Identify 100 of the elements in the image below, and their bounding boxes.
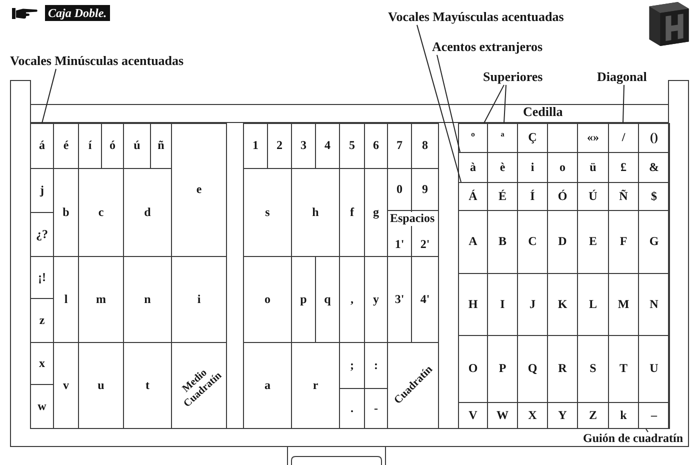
compartment-label: K xyxy=(558,298,568,312)
compartment-label: B xyxy=(498,235,506,249)
leader-line xyxy=(436,54,460,152)
compartment-label: ü xyxy=(590,160,596,174)
compartment-label: x xyxy=(39,356,45,370)
compartment xyxy=(171,123,227,257)
compartment xyxy=(458,123,488,153)
compartment-label: Ú xyxy=(588,190,598,204)
compartment-label: Ó xyxy=(558,190,568,204)
compartment-label: u xyxy=(98,378,104,392)
callout-label: Acentos extranjeros xyxy=(432,40,543,55)
compartment-label: ñ xyxy=(158,139,164,153)
compartment-caption: Espacios xyxy=(389,212,436,226)
compartment-label: 4 xyxy=(324,139,330,153)
compartment-label: f xyxy=(350,206,354,220)
compartment-label: 7 xyxy=(396,139,402,153)
callout-label: Vocales Minúsculas acentuadas xyxy=(10,54,184,69)
compartment-label: º xyxy=(471,131,475,145)
compartment-label: p xyxy=(300,292,307,306)
compartment-label: «» xyxy=(587,131,599,145)
compartment-label: Ç xyxy=(528,131,537,145)
compartment-label: 6 xyxy=(373,139,379,153)
compartment-label: k xyxy=(620,408,627,422)
compartment-label: J xyxy=(530,298,536,312)
compartment-label: 5 xyxy=(349,139,355,153)
compartment-label: ; xyxy=(350,358,354,372)
compartment-label: N xyxy=(650,298,658,312)
compartment-label: C xyxy=(528,235,537,249)
compartment-label: & xyxy=(649,160,659,174)
compartment-label: O xyxy=(468,362,478,376)
compartment-label: ó xyxy=(110,139,116,153)
compartment xyxy=(638,123,670,153)
compartment-label: P xyxy=(498,362,506,376)
leader-line xyxy=(504,84,506,124)
compartment-label: , xyxy=(350,292,354,306)
compartment-label: Í xyxy=(530,190,535,204)
compartment-label: é xyxy=(63,139,69,153)
compartment-label: $ xyxy=(651,190,657,204)
title: Caja Doble. xyxy=(45,5,110,22)
compartment-label: á xyxy=(39,139,45,153)
leader-line xyxy=(42,68,56,124)
compartment-label: 0 xyxy=(396,182,402,196)
compartment-label: I xyxy=(500,298,505,312)
compartment-label: 1' xyxy=(394,238,404,251)
compartment-label: i xyxy=(197,292,201,306)
compartment-label: E xyxy=(588,235,597,249)
compartment-label: É xyxy=(498,190,506,204)
compartment-label: ú xyxy=(134,139,140,153)
compartment-label: b xyxy=(62,206,70,220)
compartment-label: W xyxy=(496,408,508,422)
compartment-label: r xyxy=(312,378,318,392)
compartment-label: 4' xyxy=(420,292,430,306)
compartment-label: m xyxy=(96,292,106,306)
compartment-label: l xyxy=(64,292,68,306)
compartment-label: S xyxy=(590,362,596,376)
compartment-label: v xyxy=(63,378,69,392)
compartment-label: j xyxy=(40,184,44,198)
compartment-label: w xyxy=(38,400,46,414)
compartment-label: U xyxy=(650,362,658,376)
compartment-label: o xyxy=(560,160,566,174)
compartment-label: F xyxy=(620,235,628,249)
compartment-label: h xyxy=(312,206,319,220)
compartment-label: i xyxy=(530,160,534,174)
callout-label: Superiores xyxy=(483,70,543,85)
compartment-label: Ñ xyxy=(619,190,628,204)
compartment-label: g xyxy=(373,206,379,220)
compartment-label: n xyxy=(144,292,151,306)
compartment-label: M xyxy=(618,298,630,312)
compartment-label: L xyxy=(588,298,597,312)
compartment-label: y xyxy=(373,292,379,306)
compartment-label: t xyxy=(146,378,150,392)
compartment-label: D xyxy=(558,235,567,249)
compartment-label: ª xyxy=(500,131,504,145)
compartment-label: o xyxy=(264,292,270,306)
compartment-label: 2 xyxy=(276,139,282,153)
compartment-label: d xyxy=(144,206,151,220)
compartment-label: 1 xyxy=(252,139,258,153)
compartment-label: q xyxy=(324,292,331,306)
compartment-label: ¿? xyxy=(36,228,48,242)
compartment-label: T xyxy=(619,362,628,376)
compartment-label: s xyxy=(265,206,270,220)
compartment-label: G xyxy=(649,235,659,249)
compartment-label: V xyxy=(468,408,478,422)
callout-label: Diagonal xyxy=(597,70,647,85)
compartment-label: 3' xyxy=(394,292,404,306)
compartment-label: í xyxy=(88,139,92,153)
compartment-label: Y xyxy=(558,408,567,422)
compartment-label: Q xyxy=(528,362,538,376)
compartment-label: Z xyxy=(588,408,597,422)
compartment-label: a xyxy=(264,378,270,392)
compartment-label: c xyxy=(98,206,104,220)
compartment-label: 3 xyxy=(300,139,306,153)
compartment-label: 8 xyxy=(422,139,428,153)
compartment-label: / xyxy=(622,131,626,145)
leader-line xyxy=(416,24,462,182)
compartment-label: . xyxy=(350,402,354,416)
compartment-label: A xyxy=(468,235,478,249)
compartment-label: () xyxy=(650,131,658,145)
compartment xyxy=(411,123,439,169)
compartment-label: H xyxy=(468,298,478,312)
